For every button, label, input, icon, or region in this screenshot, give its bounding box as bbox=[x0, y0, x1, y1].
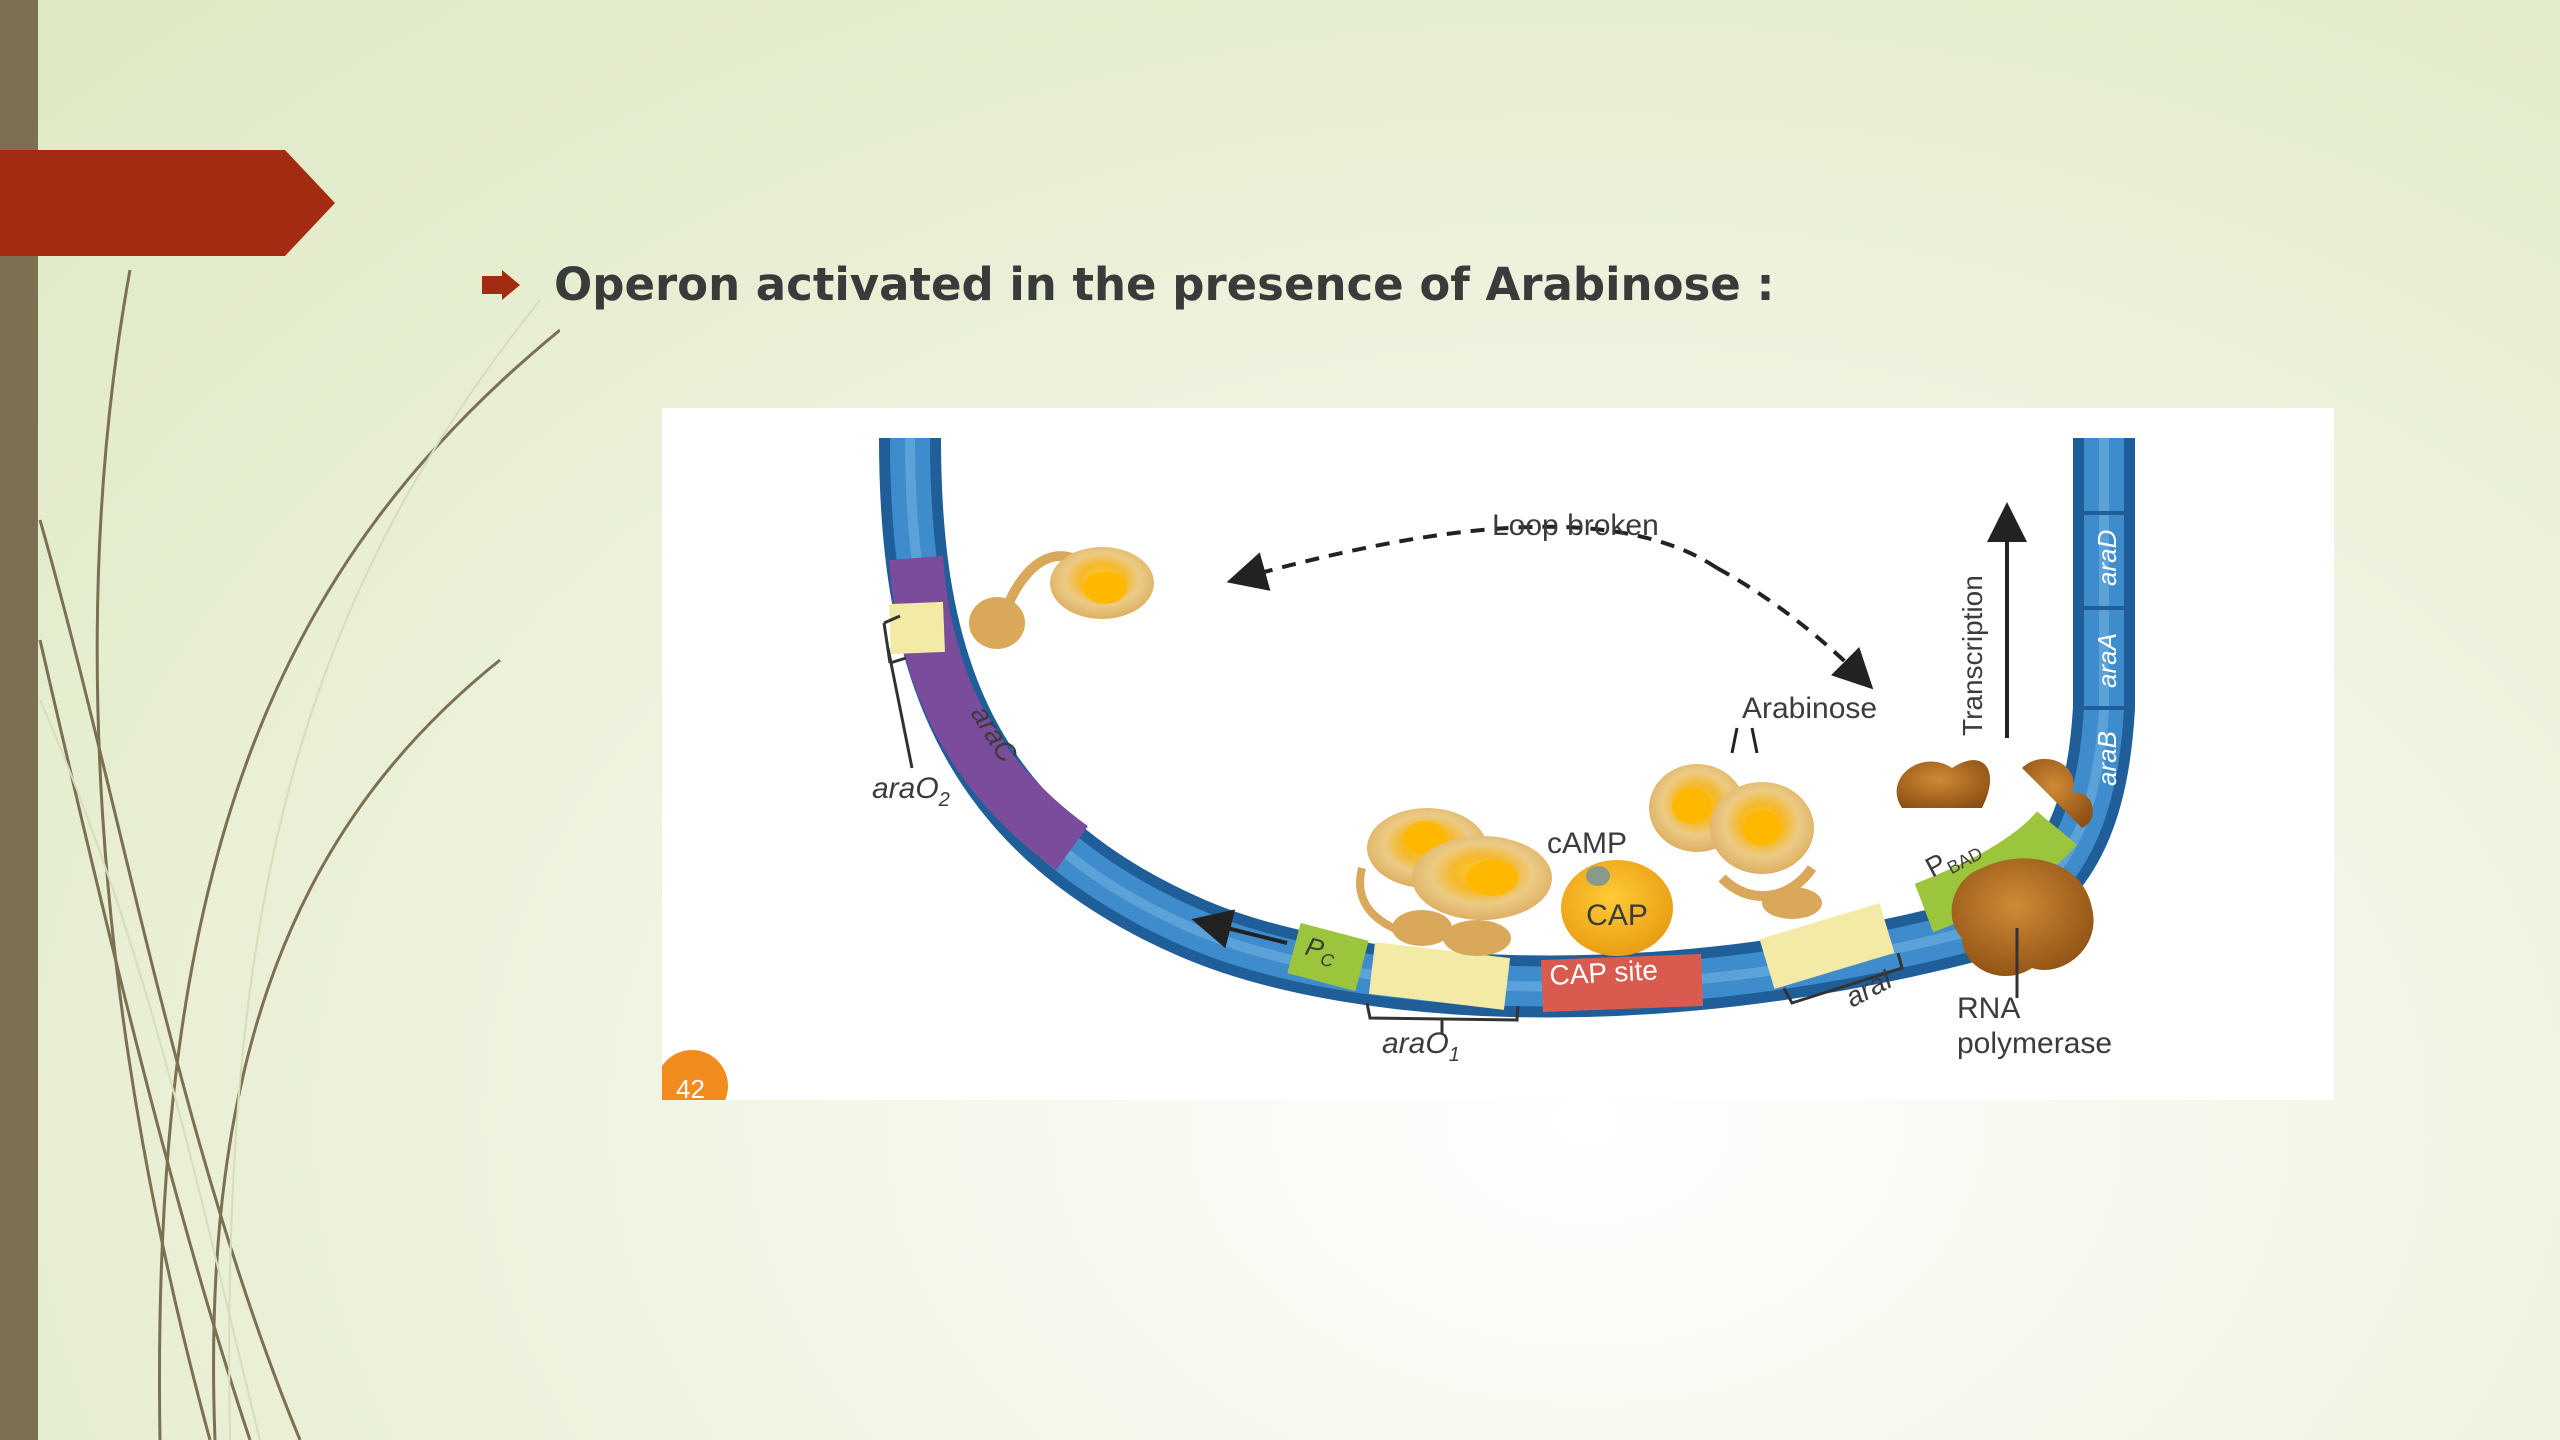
loop-broken-arrow bbox=[1226, 524, 1719, 591]
arabinose-operon-diagram: CAP Loop broken Arabinose cAMP bbox=[662, 437, 2135, 1100]
rna-polymerase bbox=[1896, 758, 2094, 977]
rna-polymerase-label-line1: RNA bbox=[1957, 992, 2020, 1025]
arai-segment bbox=[1759, 903, 1895, 989]
arao2-label: araO2 bbox=[872, 772, 950, 811]
transcription-label: Transcription bbox=[1957, 575, 1988, 736]
arai-bracket bbox=[1782, 952, 1904, 1005]
camp-label: cAMP bbox=[1547, 827, 1627, 860]
arabinose-label: Arabinose bbox=[1742, 692, 1877, 725]
loop-broken-label: Loop broken bbox=[1492, 509, 1659, 542]
arad-label: araD bbox=[2092, 530, 2122, 586]
arao1-label: araO1 bbox=[1382, 1027, 1460, 1066]
araa-label: araA bbox=[2092, 633, 2122, 688]
pc-promoter-segment bbox=[1287, 922, 1369, 992]
cap-site-label: CAP site bbox=[1549, 954, 1659, 991]
arac-dimer-araO1 bbox=[1356, 808, 1552, 956]
free-arac-protein bbox=[969, 547, 1154, 649]
arao1-bracket bbox=[1365, 1002, 1520, 1033]
bullet-text: Operon activated in the presence of Arab… bbox=[554, 258, 1775, 311]
operon-figure: CAP Loop broken Arabinose cAMP bbox=[662, 408, 2334, 1100]
rna-polymerase-label-line2: polymerase bbox=[1957, 1027, 2112, 1060]
arao1-segment bbox=[1368, 942, 1511, 1010]
decorative-fronds bbox=[38, 269, 560, 1440]
arab-label: araB bbox=[2092, 731, 2122, 786]
arao2-bracket bbox=[882, 614, 914, 769]
page-badge: 42 bbox=[662, 1050, 728, 1100]
cap-protein: CAP bbox=[1561, 860, 1673, 956]
arac-dimer-arai bbox=[1649, 764, 1822, 919]
page-badge-number: 42 bbox=[676, 1074, 705, 1100]
arao2-segment bbox=[889, 601, 945, 655]
bullet-item: Operon activated in the presence of Arab… bbox=[482, 258, 1774, 311]
arrow-bullet-icon bbox=[482, 269, 520, 300]
accent-tab bbox=[0, 150, 335, 256]
arac-transcription-arrow bbox=[1191, 909, 1288, 949]
cap-site-segment bbox=[1541, 954, 1703, 1012]
arac-gene-segment bbox=[889, 555, 1089, 870]
cap-label: CAP bbox=[1586, 899, 1648, 932]
